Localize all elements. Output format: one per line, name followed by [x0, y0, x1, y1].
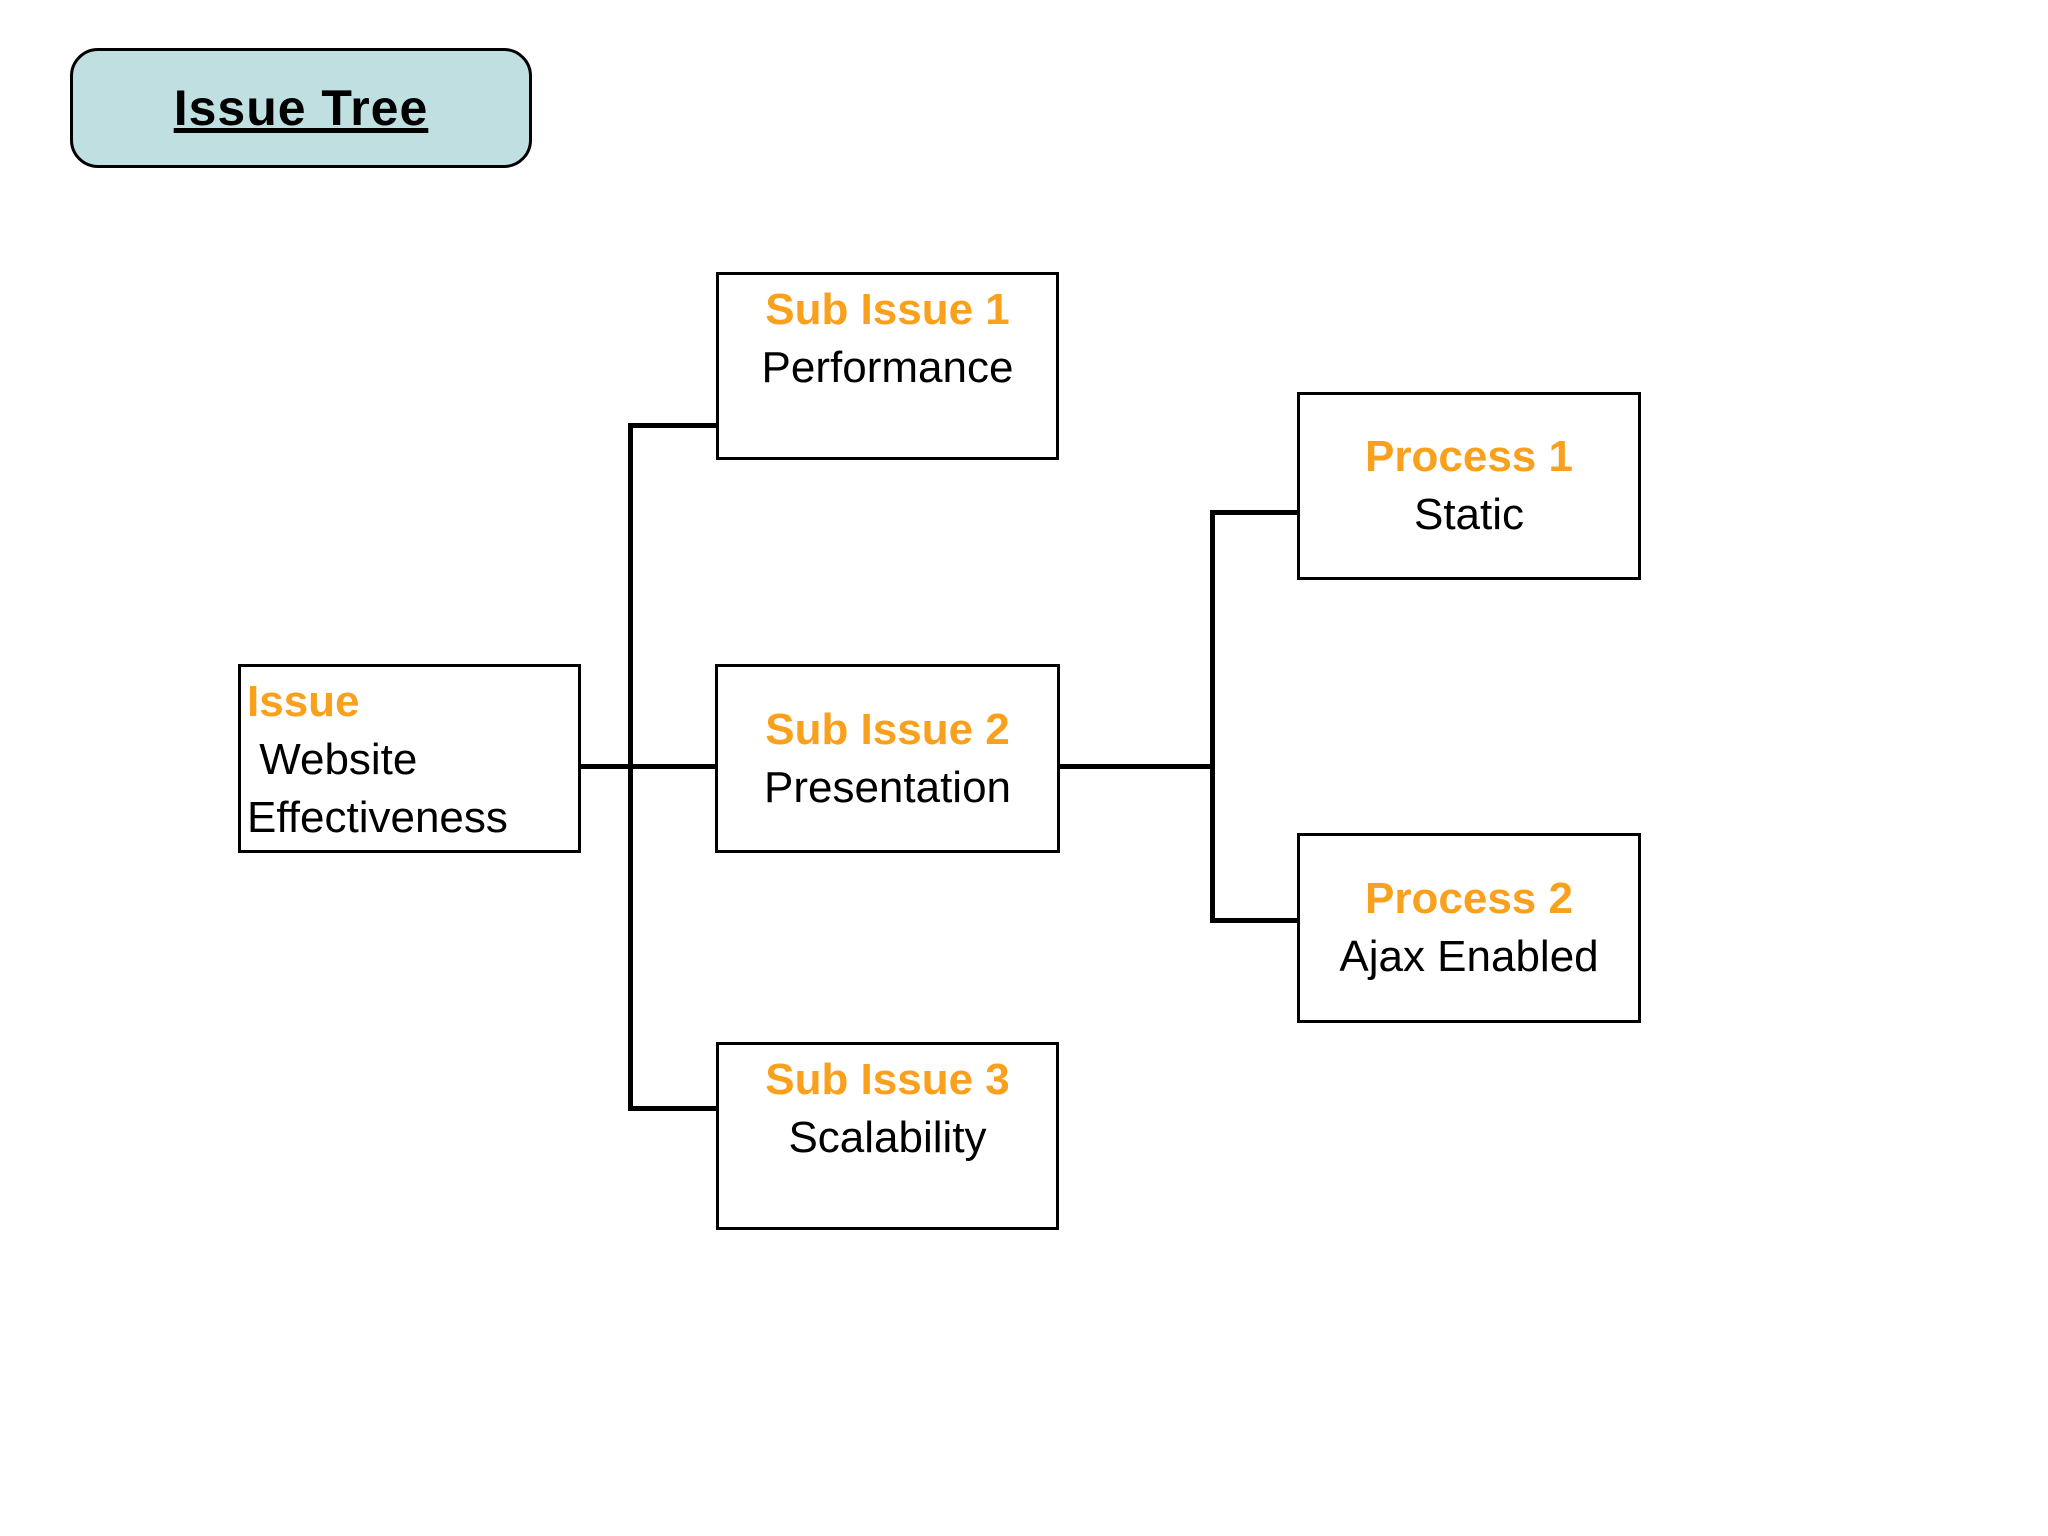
node-process-1: Process 1 Static — [1297, 392, 1641, 580]
connector-to-sub-issue-3 — [628, 1106, 716, 1111]
connector-issue-to-sub-issue-2 — [581, 764, 715, 769]
node-issue-body: Website Effectiveness — [247, 735, 508, 842]
node-sub-issue-3-body: Scalability — [788, 1113, 987, 1162]
node-process-2: Process 2 Ajax Enabled — [1297, 833, 1641, 1023]
connector-to-process-2 — [1210, 918, 1297, 923]
node-process-2-body: Ajax Enabled — [1339, 932, 1599, 981]
node-process-2-heading: Process 2 — [1365, 874, 1573, 923]
connector-sub-issue-2-to-processes — [1060, 764, 1215, 769]
connector-right-vertical — [1210, 510, 1215, 923]
diagram-title-box: Issue Tree — [70, 48, 532, 168]
node-sub-issue-2: Sub Issue 2 Presentation — [715, 664, 1060, 853]
node-sub-issue-1-body: Performance — [761, 343, 1014, 392]
node-sub-issue-1: Sub Issue 1 Performance — [716, 272, 1059, 460]
diagram-title: Issue Tree — [173, 80, 429, 136]
node-process-1-heading: Process 1 — [1365, 432, 1573, 481]
node-sub-issue-2-heading: Sub Issue 2 — [765, 704, 1010, 754]
node-issue: Issue Website Effectiveness — [238, 664, 581, 853]
connector-to-sub-issue-1 — [628, 423, 716, 428]
node-sub-issue-3: Sub Issue 3 Scalability — [716, 1042, 1059, 1230]
node-sub-issue-1-heading: Sub Issue 1 — [765, 285, 1010, 334]
node-sub-issue-3-heading: Sub Issue 3 — [765, 1055, 1010, 1104]
node-sub-issue-2-body: Presentation — [763, 762, 1012, 812]
node-process-1-body: Static — [1413, 490, 1525, 539]
connector-to-process-1 — [1210, 510, 1297, 515]
node-issue-heading: Issue — [247, 677, 360, 726]
